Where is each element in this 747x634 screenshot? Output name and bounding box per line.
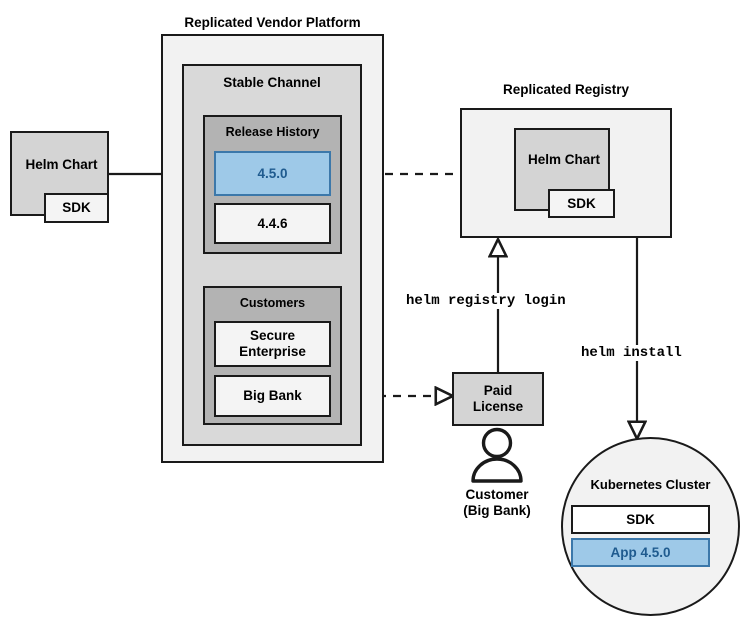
source-sdk[interactable]: SDK: [44, 193, 109, 223]
release-history-label: Release History: [225, 124, 320, 139]
paid-license[interactable]: Paid License: [452, 372, 544, 426]
customer-person-icon: [471, 427, 523, 483]
stable-channel-label: Stable Channel: [223, 75, 321, 91]
registry-helm-chart-label: Helm Chart: [527, 152, 600, 167]
customers-label: Customers: [239, 295, 306, 310]
customer-secure-enterprise[interactable]: Secure Enterprise: [214, 321, 331, 367]
source-helm-chart-label: Helm Chart: [25, 157, 98, 172]
kubernetes-cluster-label: Kubernetes Cluster: [590, 476, 711, 492]
customer-person-caption: Customer (Big Bank): [463, 487, 531, 518]
cluster-sdk[interactable]: SDK: [571, 505, 710, 534]
replicated-registry-title: Replicated Registry: [502, 82, 630, 97]
registry-sdk[interactable]: SDK: [548, 189, 615, 218]
helm-install-label: helm install: [578, 345, 685, 361]
helm-registry-login-label: helm registry login: [403, 293, 569, 309]
customer-big-bank[interactable]: Big Bank: [214, 375, 331, 417]
vendor-platform-title: Replicated Vendor Platform: [184, 15, 361, 30]
release-item-4-4-6[interactable]: 4.4.6: [214, 203, 331, 244]
cluster-app[interactable]: App 4.5.0: [571, 538, 710, 567]
release-item-4-5-0[interactable]: 4.5.0: [214, 151, 331, 196]
